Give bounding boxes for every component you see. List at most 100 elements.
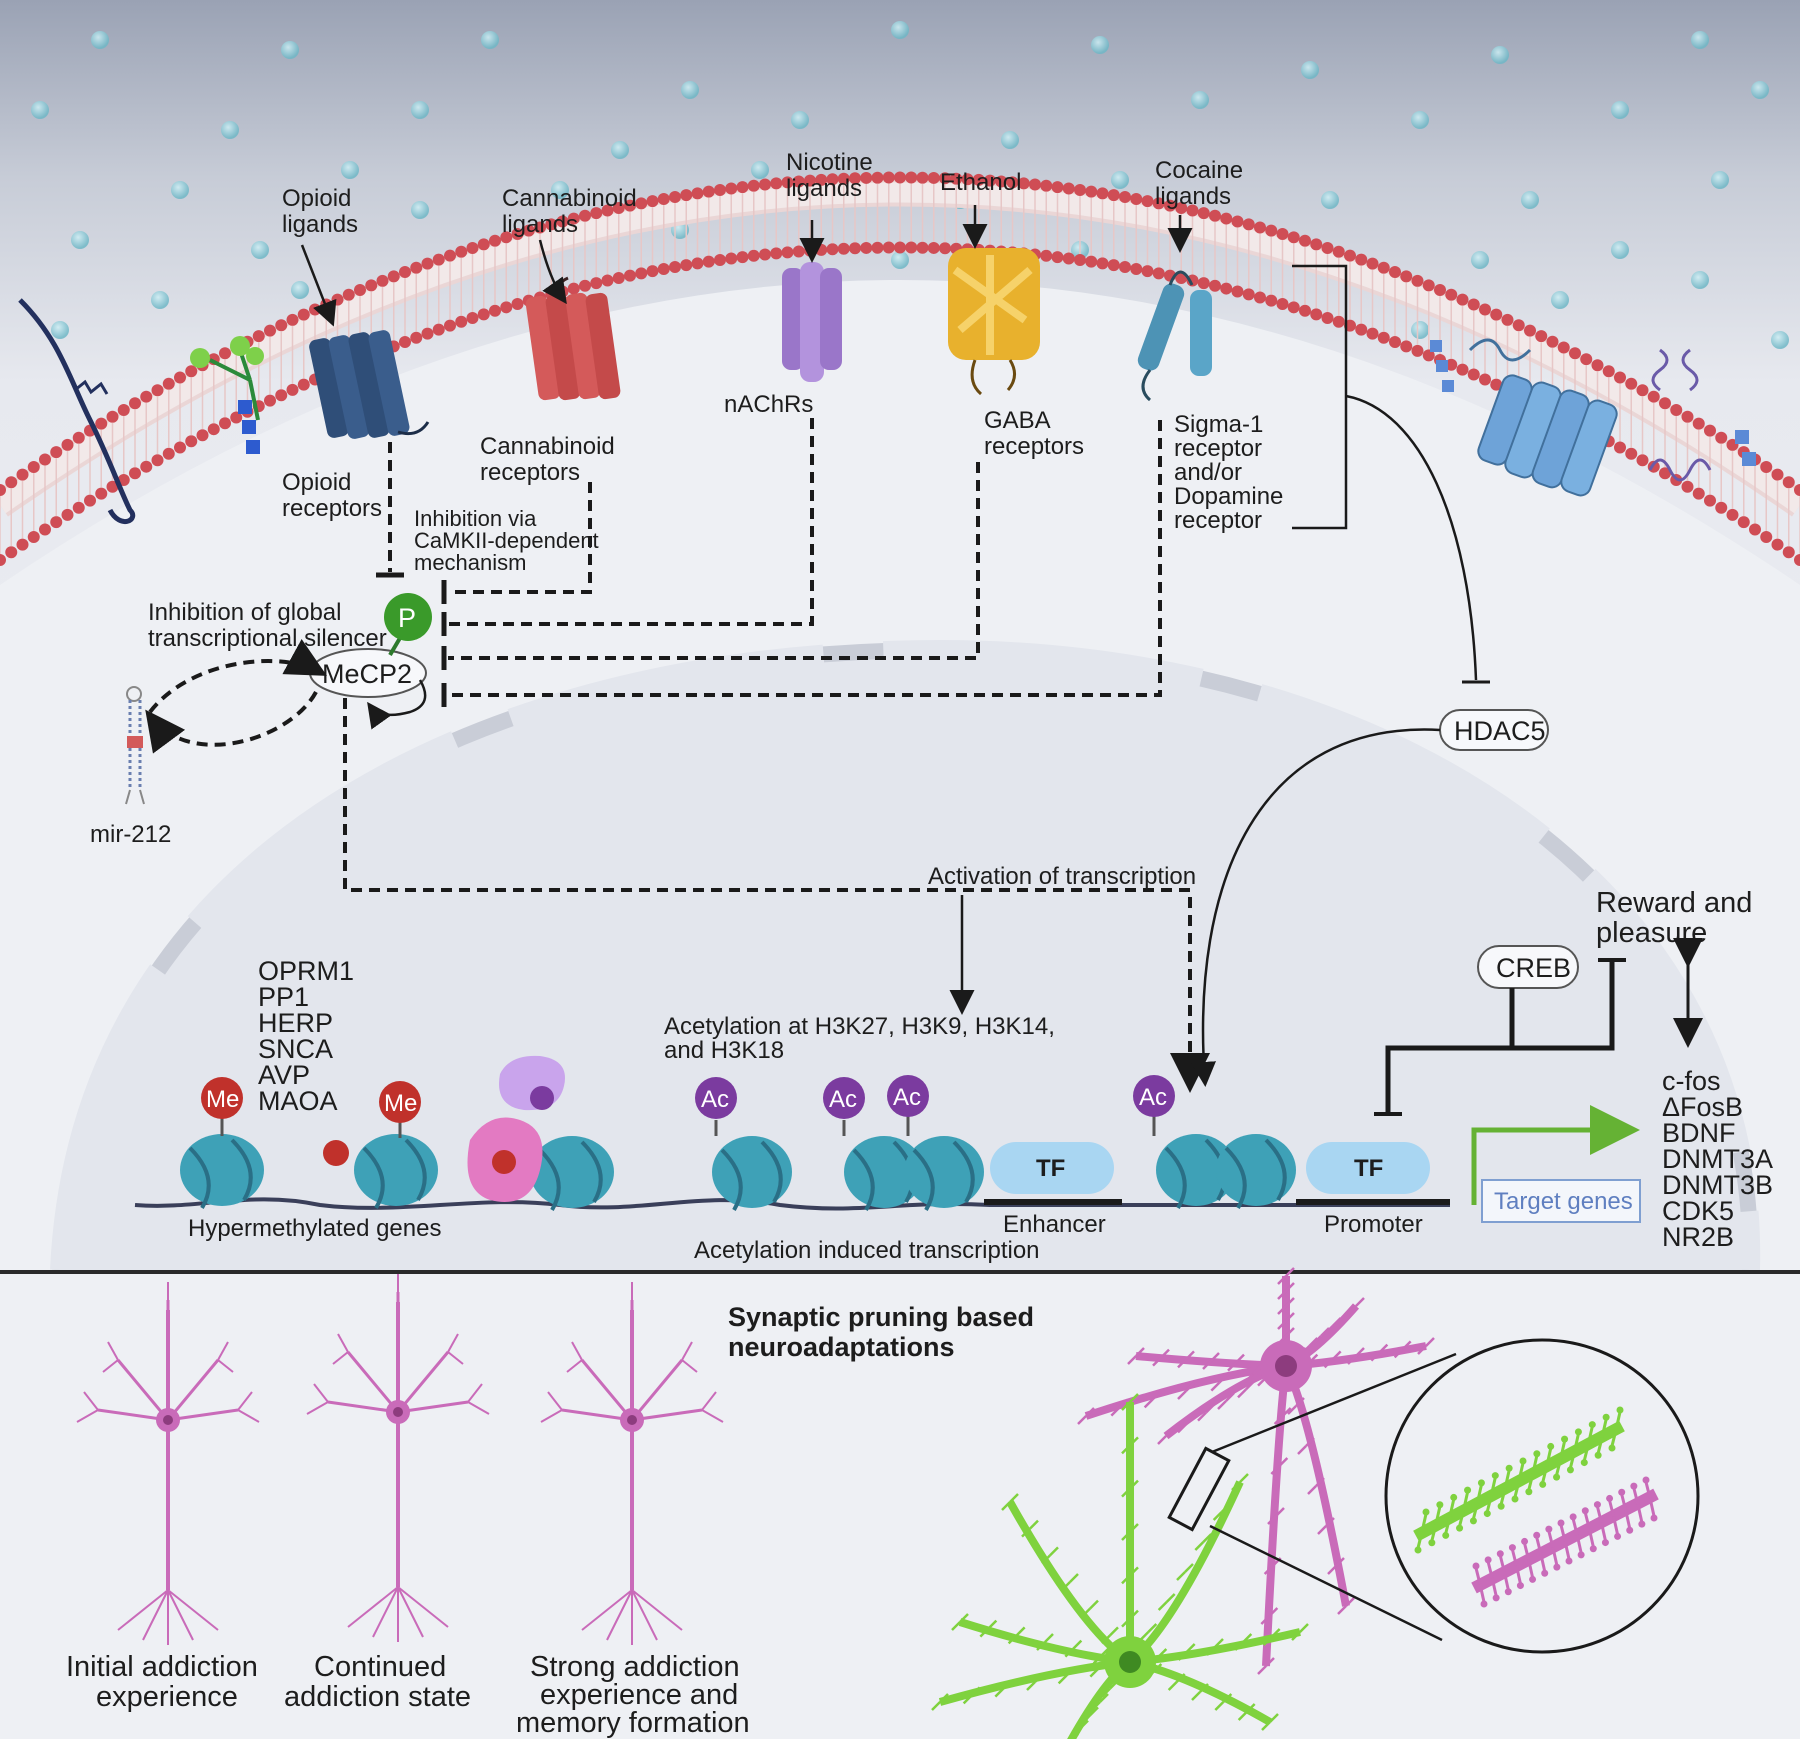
svg-text:HERP: HERP bbox=[258, 1008, 333, 1038]
lipid-head bbox=[567, 282, 580, 295]
spine bbox=[1285, 1267, 1295, 1277]
spine-head bbox=[1519, 1457, 1527, 1465]
spine bbox=[1121, 1574, 1131, 1585]
lipid-head bbox=[1130, 263, 1143, 276]
lipid-head bbox=[725, 252, 738, 265]
lipid-head bbox=[1276, 227, 1289, 240]
spine bbox=[1231, 1481, 1241, 1491]
spine bbox=[1277, 1290, 1287, 1300]
lipid-head bbox=[365, 279, 378, 292]
neuron-dendrite-branch bbox=[566, 1359, 583, 1373]
spine bbox=[1121, 1444, 1131, 1455]
spine bbox=[1222, 1693, 1233, 1703]
lipid-head bbox=[477, 238, 490, 251]
spine-head bbox=[1638, 1520, 1646, 1528]
spine bbox=[1571, 1518, 1579, 1536]
neuron-dendrite-branch bbox=[540, 1409, 563, 1423]
spine bbox=[1345, 1597, 1355, 1607]
spine bbox=[1568, 1451, 1576, 1469]
lipid-head bbox=[61, 508, 74, 521]
neuron-dendrite-branch bbox=[102, 1359, 119, 1373]
sigma-path-dashed bbox=[448, 420, 1162, 697]
lipid-head bbox=[815, 243, 828, 256]
cannabinoid-ligand-arrow bbox=[538, 239, 567, 305]
lipid-head bbox=[927, 241, 940, 254]
spine bbox=[1559, 1524, 1567, 1542]
svg-text:TF: TF bbox=[1354, 1155, 1383, 1182]
lipid-head bbox=[27, 531, 40, 544]
spine bbox=[1499, 1487, 1507, 1505]
lipid-head bbox=[489, 304, 501, 317]
ligand-droplet bbox=[891, 21, 909, 39]
lipid-head bbox=[511, 227, 524, 240]
nucleosomes bbox=[180, 1134, 1296, 1212]
lipid-head bbox=[1254, 221, 1266, 234]
lipid-head bbox=[275, 319, 288, 332]
lipid-head bbox=[1659, 467, 1671, 480]
spine bbox=[1089, 1706, 1099, 1717]
spine bbox=[1312, 1335, 1322, 1345]
spine bbox=[1049, 1546, 1059, 1557]
spine bbox=[1275, 1507, 1285, 1517]
spine-head bbox=[1428, 1539, 1436, 1547]
spine bbox=[1355, 1347, 1365, 1357]
lipid-head bbox=[1062, 252, 1075, 265]
lipid-head bbox=[1029, 178, 1041, 191]
svg-text:TF: TF bbox=[1036, 1155, 1065, 1182]
svg-text:pleasure: pleasure bbox=[1596, 917, 1707, 949]
lipid-head bbox=[1074, 184, 1086, 196]
svg-text:NR2B: NR2B bbox=[1662, 1222, 1734, 1252]
neuron-large bbox=[1077, 1267, 1435, 1675]
ligand-droplet bbox=[1111, 171, 1129, 189]
lipid-head bbox=[714, 254, 726, 266]
svg-text:Ac: Ac bbox=[701, 1086, 729, 1113]
ligand-droplet bbox=[1411, 111, 1429, 129]
spine bbox=[1434, 1506, 1442, 1526]
lipid-head bbox=[1456, 293, 1469, 306]
lipid-head bbox=[1636, 384, 1649, 397]
svg-text:Dopamine: Dopamine bbox=[1174, 483, 1283, 510]
lipid-head bbox=[781, 246, 794, 259]
svg-text:PP1: PP1 bbox=[258, 982, 309, 1012]
stage-strong-label: Strong addiction experience and memory f… bbox=[516, 1651, 750, 1739]
lipid-head bbox=[1051, 181, 1064, 194]
spine bbox=[1177, 1423, 1187, 1434]
spine-head bbox=[1541, 1569, 1549, 1577]
gaba-receptor bbox=[948, 248, 1040, 396]
spine bbox=[1261, 1721, 1271, 1731]
neuron-nucleus bbox=[627, 1415, 637, 1425]
lipid-head bbox=[1197, 207, 1210, 220]
spine bbox=[1299, 1623, 1309, 1633]
spine bbox=[1401, 1340, 1412, 1351]
nucleosome bbox=[1216, 1134, 1296, 1210]
lipid-head bbox=[601, 204, 614, 217]
spine bbox=[1071, 1727, 1081, 1738]
axon-terminal bbox=[631, 1589, 658, 1641]
lipid-head bbox=[1085, 185, 1098, 198]
spine bbox=[1041, 1554, 1051, 1565]
lipid-head bbox=[1434, 284, 1446, 296]
hdac5-node: HDAC5 bbox=[1439, 709, 1549, 751]
spine-head bbox=[1464, 1486, 1472, 1494]
spine bbox=[1239, 1473, 1249, 1483]
spine-head bbox=[1557, 1519, 1565, 1527]
svg-text:neuroadaptations: neuroadaptations bbox=[728, 1332, 955, 1362]
ligand-droplet bbox=[681, 81, 699, 99]
lipid-head bbox=[1692, 417, 1705, 430]
spine-head bbox=[1574, 1428, 1582, 1436]
lipid-head bbox=[759, 248, 771, 261]
lipid-head bbox=[477, 308, 490, 321]
spine-head bbox=[1496, 1550, 1504, 1558]
svg-text:ΔFosB: ΔFosB bbox=[1662, 1092, 1743, 1122]
lipid-head bbox=[995, 175, 1008, 188]
spine bbox=[1498, 1555, 1506, 1573]
svg-text:Target genes: Target genes bbox=[1494, 1188, 1633, 1215]
lipid-head bbox=[905, 241, 918, 254]
spine bbox=[1277, 1320, 1287, 1330]
lipid-head bbox=[1231, 215, 1244, 228]
stage-initial-label: Initial addiction experience bbox=[66, 1651, 258, 1713]
lipid-head bbox=[455, 315, 468, 328]
lipid-head bbox=[1051, 251, 1064, 264]
lipid-head bbox=[657, 193, 670, 206]
lipid-head bbox=[129, 467, 141, 480]
